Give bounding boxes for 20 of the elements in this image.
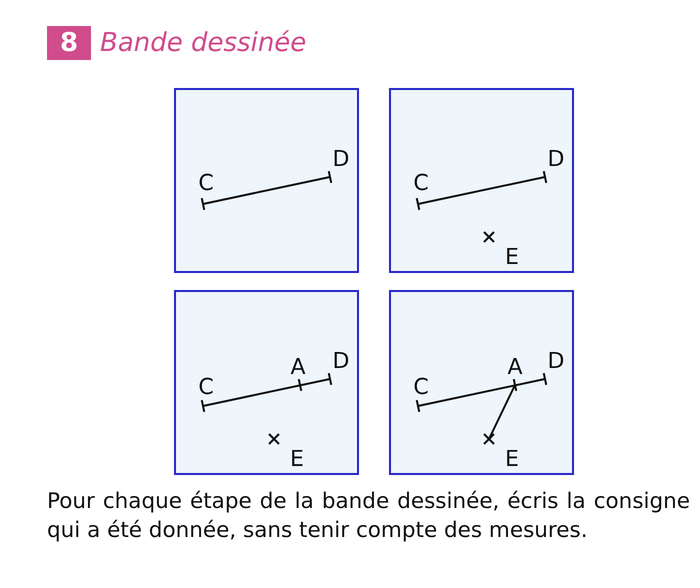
- point-label: E: [290, 448, 304, 472]
- exercise-number: 8: [47, 26, 91, 60]
- point-label: D: [332, 148, 350, 172]
- point-label: C: [413, 376, 429, 400]
- point-label: E: [505, 448, 519, 472]
- point-label: D: [332, 350, 350, 374]
- point-label: E: [505, 246, 519, 270]
- instruction-text: Pour chaque étape de la bande dessinée, écris la consigne qui a été donnée, sans tenir compte des mesures.: [47, 488, 690, 545]
- point-label: A: [507, 356, 523, 380]
- comic-panel: [174, 88, 359, 273]
- title: Bande dessinée: [100, 27, 306, 60]
- point-label: D: [548, 148, 564, 172]
- point-label: C: [198, 172, 214, 196]
- comic-panel: [389, 88, 574, 273]
- comic-panel: [389, 290, 574, 475]
- point-label: D: [548, 350, 564, 374]
- point-label: C: [413, 172, 429, 196]
- point-label: A: [290, 356, 306, 380]
- point-label: C: [198, 376, 214, 400]
- comic-panel: [174, 290, 359, 475]
